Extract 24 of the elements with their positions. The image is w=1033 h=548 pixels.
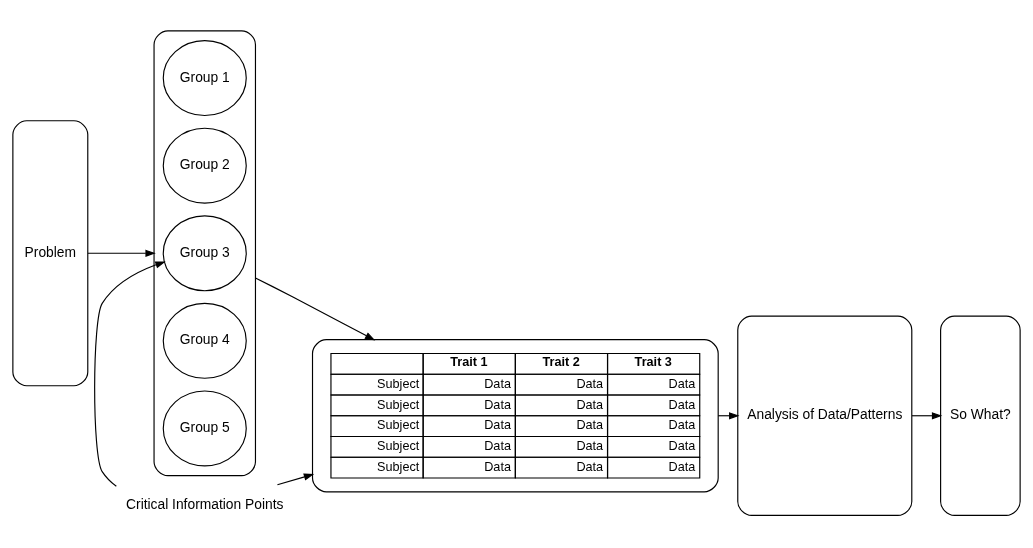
label: Data: [668, 439, 696, 454]
node-text: Critical Information Points: [126, 496, 284, 513]
label: Trait 2: [542, 354, 580, 369]
label: Subject: [377, 459, 420, 474]
label: Data: [668, 418, 696, 433]
label: Subject: [377, 418, 420, 433]
label: Data: [484, 418, 511, 433]
label: Data: [576, 439, 604, 454]
label: Data: [576, 459, 604, 474]
label: Data: [668, 459, 696, 474]
label: Data: [484, 397, 511, 412]
label: Data: [576, 397, 604, 412]
label: Data: [668, 397, 696, 412]
label: Trait 3: [634, 354, 672, 369]
label: Trait 1: [450, 354, 488, 369]
label: Data: [484, 439, 511, 454]
label: Data: [576, 418, 604, 433]
label: Subject: [377, 376, 420, 391]
label: Subject: [377, 439, 420, 454]
label: Data: [576, 376, 604, 391]
label: Subject: [377, 397, 420, 412]
label: Data: [484, 459, 511, 474]
label: Data: [668, 376, 696, 391]
label: Data: [484, 376, 511, 391]
